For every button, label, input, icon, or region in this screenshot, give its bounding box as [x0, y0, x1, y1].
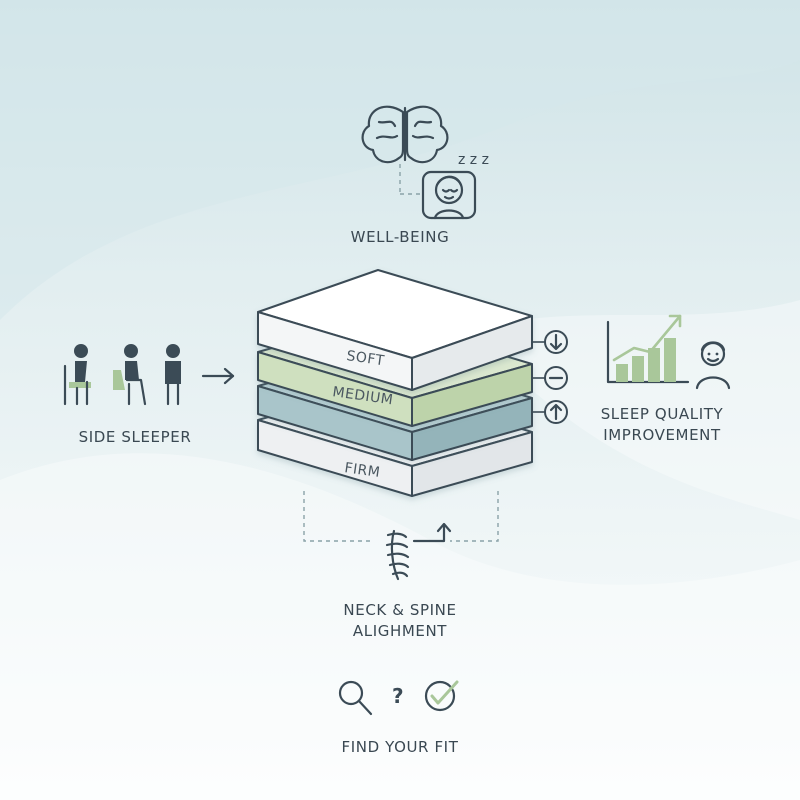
question-mark: ?	[392, 684, 404, 708]
firm-layer-label: FIRM	[343, 460, 381, 481]
zzz-text: z z z	[458, 152, 489, 168]
side-sleeper-label: SIDE SLEEPER	[78, 428, 192, 446]
bracket-right	[450, 491, 499, 542]
magnifier-icon	[338, 680, 373, 716]
wellbeing-label: WELL-BEING	[350, 228, 450, 246]
neck-spine-label-line1: NECK & SPINE	[343, 601, 457, 619]
minus-circle-icon	[544, 366, 568, 390]
smiling-person-icon	[695, 341, 731, 390]
sleep-quality-label-line2: IMPROVEMENT	[603, 426, 721, 444]
check-circle-icon	[424, 680, 459, 712]
soft-layer	[257, 269, 533, 391]
bracket-left	[303, 491, 374, 542]
wellbeing-illustration: z z z	[361, 105, 489, 220]
find-fit-illustration: ?	[338, 680, 459, 716]
bar-chart-icon	[606, 314, 690, 384]
sleep-quality-illustration	[606, 314, 731, 390]
arrow-up-circle-icon	[544, 400, 568, 424]
sleep-quality-label-line1: SLEEP QUALITY	[600, 405, 724, 423]
spine-illustration	[303, 491, 499, 581]
arrow-down-circle-icon	[544, 330, 568, 354]
sitting-person-icon-2	[113, 344, 147, 406]
standing-person-icon	[165, 344, 181, 406]
brain-icon	[361, 105, 449, 164]
sitting-person-icon	[63, 344, 91, 406]
mattress-stack: FIRM MEDIUM SOFT	[257, 269, 568, 497]
soft-layer-label: SOFT	[345, 348, 385, 369]
find-fit-label: FIND YOUR FIT	[341, 738, 459, 756]
people-illustration	[63, 344, 235, 406]
neck-spine-label: NECK & SPINE ALIGHMENT	[300, 600, 500, 642]
neck-spine-label-line2: ALIGHMENT	[352, 622, 448, 640]
spine-icon	[385, 529, 410, 581]
sleeping-person-icon	[421, 170, 477, 220]
sleep-quality-label: SLEEP QUALITY IMPROVEMENT	[582, 404, 742, 446]
arrow-right-icon	[201, 367, 235, 385]
arrow-up-right-icon	[412, 522, 452, 543]
